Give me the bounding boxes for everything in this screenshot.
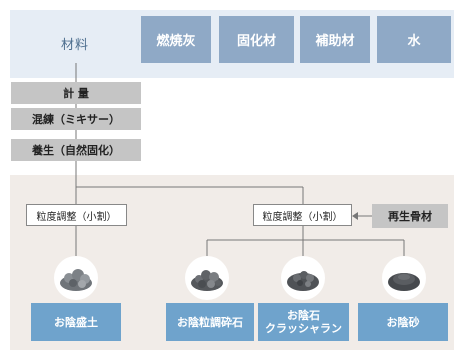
product-image-sand [382,256,426,300]
step-mixing: 混練（ミキサー） [11,108,141,130]
step-curing: 養生（自然固化） [11,139,141,161]
material-auxiliary: 補助材 [300,16,370,63]
product-sand: お陰砂 [358,303,448,341]
product-graded-crushed-stone: お陰粒調砕石 [166,303,254,341]
material-water: 水 [377,16,451,63]
process-size-adjust-right: 粒度調整（小割） [253,204,352,226]
sand-pile-icon [388,273,420,291]
material-solidifier: 固化材 [219,16,294,63]
step-weighing: 計 量 [11,82,141,104]
materials-label: 材料 [60,37,89,53]
product-image-fill-soil [54,256,98,300]
product-crusher-run: お陰石 クラッシャラン [258,303,349,341]
rock-pile-icon [287,271,319,291]
process-size-adjust-left: 粒度調整（小割） [26,204,127,226]
product-image-graded-stone [185,256,229,300]
product-image-crusher-run [281,256,325,300]
recycled-aggregate: 再生骨材 [372,204,448,228]
product-fill-soil: お陰盛土 [31,303,121,341]
rock-pile-icon [60,269,92,291]
material-ash: 燃焼灰 [141,16,211,63]
rock-pile-icon [191,270,223,291]
